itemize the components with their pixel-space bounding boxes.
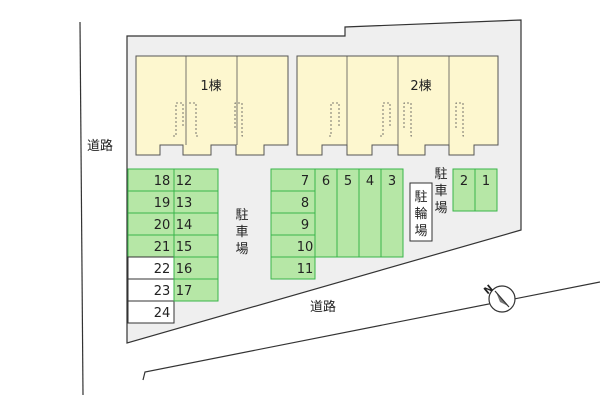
road-label-left: 道路 <box>87 138 113 154</box>
space-label-17: 17 <box>176 284 193 299</box>
svg-text:車: 車 <box>235 225 248 240</box>
space-label-14: 14 <box>176 218 193 233</box>
building-2-label: 2棟 <box>410 79 431 94</box>
space-label-16: 16 <box>176 262 193 277</box>
space-label-24: 24 <box>154 306 171 321</box>
parking-column-12-17: 12 13 14 15 16 17 <box>173 168 219 302</box>
space-label-9: 9 <box>301 218 309 233</box>
svg-text:場: 場 <box>434 201 447 216</box>
parking-label-left: 駐 車 場 <box>235 208 248 257</box>
space-label-21: 21 <box>154 240 171 255</box>
building-1: 1棟 <box>135 55 289 156</box>
building-2: 2棟 <box>296 55 499 156</box>
parking-space-24 <box>127 300 175 324</box>
space-label-8: 8 <box>301 196 309 211</box>
parking-label-right: 駐 車 場 <box>434 167 447 216</box>
space-label-12: 12 <box>176 174 193 189</box>
space-label-13: 13 <box>176 196 193 211</box>
space-label-1: 1 <box>482 174 490 189</box>
space-label-22: 22 <box>154 262 171 277</box>
space-label-19: 19 <box>154 196 171 211</box>
space-label-6: 6 <box>322 174 330 189</box>
svg-text:車: 車 <box>434 184 447 199</box>
road-edge-bottom <box>142 281 600 381</box>
parking-row-2-1: 2 1 <box>452 168 498 212</box>
svg-text:駐: 駐 <box>235 208 248 223</box>
space-label-4: 4 <box>366 174 374 189</box>
space-label-11: 11 <box>297 262 314 277</box>
svg-text:場: 場 <box>414 224 427 239</box>
parking-space-3 <box>380 168 404 258</box>
bicycle-parking: 駐 輪 場 <box>409 182 433 242</box>
road-edge-left <box>79 21 84 396</box>
space-label-7: 7 <box>301 174 309 189</box>
space-label-5: 5 <box>344 174 352 189</box>
space-label-10: 10 <box>297 240 314 255</box>
parking-row-6-3: 6 5 4 3 <box>314 168 404 258</box>
parking-space-1 <box>474 168 498 212</box>
parking-column-18-24: 18 19 20 21 22 23 24 <box>127 168 175 324</box>
svg-text:駐: 駐 <box>434 167 447 182</box>
space-label-23: 23 <box>154 284 171 299</box>
space-label-18: 18 <box>154 174 171 189</box>
space-label-3: 3 <box>388 174 396 189</box>
svg-text:輪: 輪 <box>414 206 427 222</box>
north-compass-icon: N <box>482 283 516 313</box>
road-label-bottom: 道路 <box>310 299 336 315</box>
parking-space-17 <box>173 278 219 302</box>
svg-text:場: 場 <box>235 242 248 257</box>
parking-space-11 <box>270 256 316 280</box>
svg-text:駐: 駐 <box>414 190 427 205</box>
space-label-20: 20 <box>154 218 171 233</box>
parking-column-7-11: 7 8 9 10 11 <box>270 168 316 280</box>
space-label-2: 2 <box>460 174 468 189</box>
space-label-15: 15 <box>176 240 193 255</box>
building-1-label: 1棟 <box>200 79 221 94</box>
